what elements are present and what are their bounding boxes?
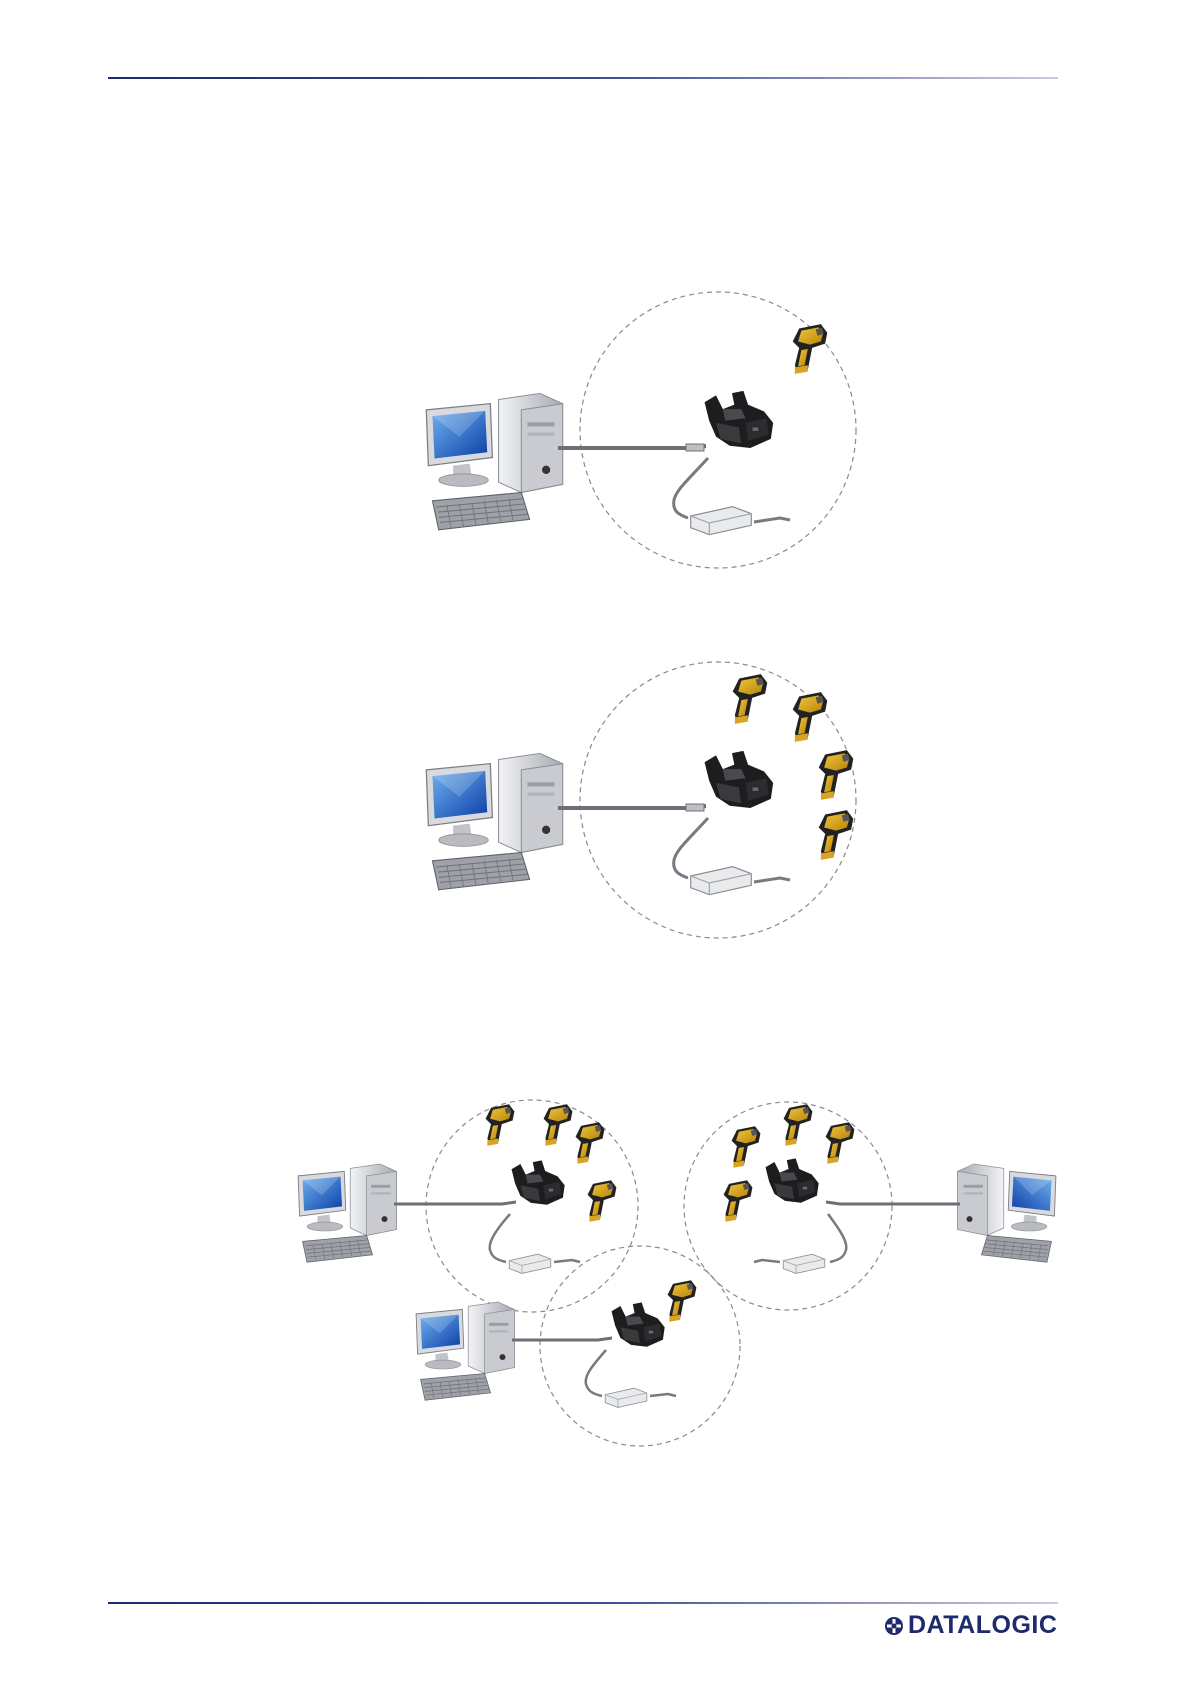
datalogic-logo-icon (884, 1616, 904, 1636)
power-cable (828, 1214, 846, 1262)
usb-cable (826, 1202, 960, 1204)
usb-cable (558, 446, 706, 448)
scanner-icon (576, 1122, 605, 1163)
diagram-single-cradle-multiple-scanners (418, 650, 898, 950)
coverage-circle (426, 1100, 638, 1312)
power-supply-icon (605, 1388, 647, 1407)
power-supply-icon (509, 1254, 551, 1273)
scanner-icon (826, 1122, 855, 1163)
scanner-icon (732, 1126, 761, 1167)
host-computer-icon (416, 1302, 514, 1400)
power-supply-icon (691, 867, 752, 895)
power-cable (674, 458, 708, 518)
cradle-icon (766, 1158, 819, 1202)
power-cable (586, 1350, 606, 1396)
scanner-icon (793, 324, 828, 374)
host-computer-icon (426, 753, 562, 889)
header-rule (108, 77, 1058, 79)
scanner-icon (724, 1180, 753, 1221)
power-cable (674, 818, 708, 878)
cradle-icon (705, 391, 774, 448)
scanner-icon (819, 750, 854, 800)
coverage-circle (540, 1246, 740, 1446)
power-cable (490, 1214, 510, 1262)
scanner-icon (784, 1104, 813, 1145)
scanner-icon (588, 1180, 617, 1221)
scanner-icon (668, 1280, 697, 1321)
cradle-icon (512, 1160, 565, 1204)
power-supply-icon (691, 507, 752, 535)
diagram-single-cradle-single-scanner (418, 290, 898, 590)
host-computer-icon (958, 1164, 1056, 1262)
datalogic-logo: DATALOGIC (884, 1611, 1057, 1640)
scanner-icon (733, 674, 768, 724)
cradle-icon (705, 751, 774, 808)
footer-rule (108, 1602, 1058, 1604)
scanner-icon (793, 692, 828, 742)
cradle-icon (612, 1302, 665, 1346)
diagram-multiple-cradles-multiple-scanners (292, 1090, 1062, 1450)
brand-name: DATALOGIC (908, 1611, 1057, 1640)
host-computer-icon (298, 1164, 396, 1262)
usb-cable (558, 806, 706, 808)
scanner-icon (486, 1104, 515, 1145)
power-supply-icon (783, 1254, 825, 1273)
scanner-icon (544, 1104, 573, 1145)
host-computer-icon (426, 393, 562, 529)
usb-cable (512, 1338, 612, 1340)
scanner-icon (819, 810, 854, 860)
usb-cable (394, 1202, 516, 1204)
